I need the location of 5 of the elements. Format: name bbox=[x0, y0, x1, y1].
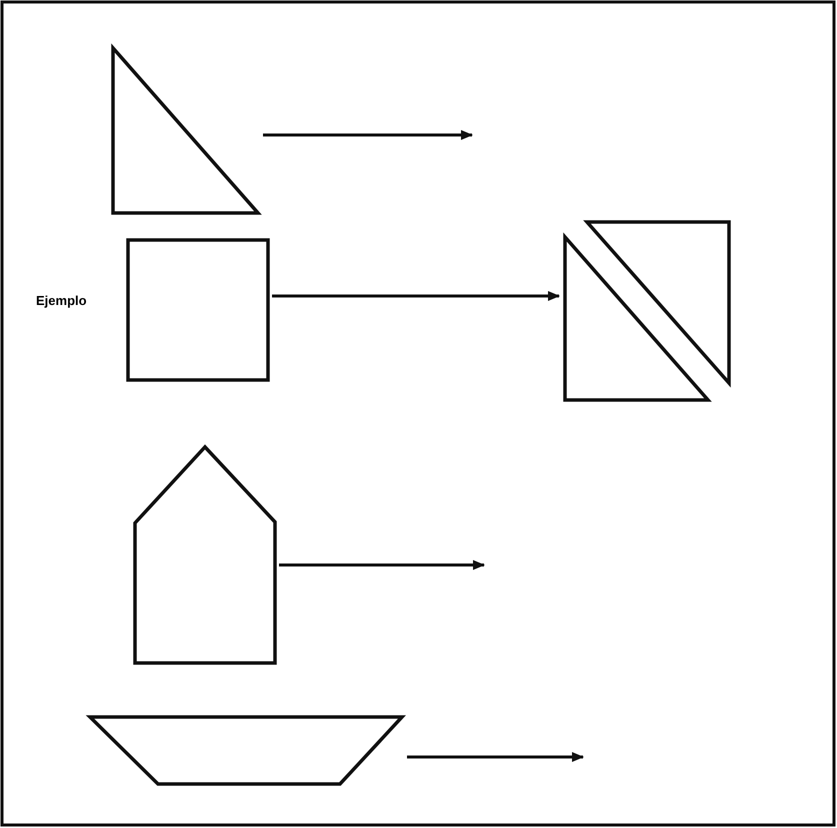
arrow bbox=[407, 752, 584, 762]
example-label: Ejemplo bbox=[36, 293, 87, 308]
arrow bbox=[279, 560, 485, 570]
arrow bbox=[263, 130, 473, 140]
arrow bbox=[272, 291, 560, 301]
